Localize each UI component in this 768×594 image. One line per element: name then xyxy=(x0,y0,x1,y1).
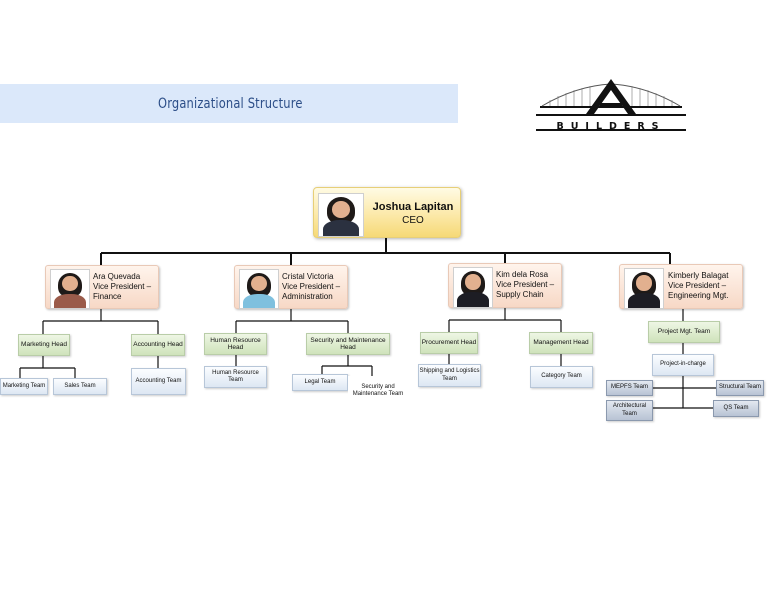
vp-name: Ara Quevada xyxy=(93,272,141,281)
vp-photo xyxy=(239,269,279,309)
architectural-team-box: Architectural Team xyxy=(606,400,653,421)
structural-team-box: Structural Team xyxy=(716,380,764,396)
accounting-team-box: Accounting Team xyxy=(131,368,186,395)
vp-photo xyxy=(453,267,493,308)
vp-name: Kim dela Rosa xyxy=(496,270,549,279)
bridge-logo-icon xyxy=(536,79,686,131)
vp-card-finance: Ara Quevada Vice President – Finance xyxy=(45,265,159,309)
vp-card-engineering: Kimberly Balagat Vice President – Engine… xyxy=(619,264,743,309)
management-head-box: Management Head xyxy=(529,332,593,354)
ceo-photo xyxy=(318,193,364,237)
category-team-box: Category Team xyxy=(530,366,593,388)
mepfs-team-box: MEPFS Team xyxy=(606,380,653,396)
ceo-card: Joshua Lapitan CEO xyxy=(313,187,461,238)
vp-card-administration: Cristal Victoria Vice President – Admini… xyxy=(234,265,348,309)
vp-role: Vice President – xyxy=(668,281,727,290)
accounting-head-box: Accounting Head xyxy=(131,334,185,356)
logo-wordmark: BUILDERS xyxy=(556,121,666,132)
vp-card-supply-chain: Kim dela Rosa Vice President – Supply Ch… xyxy=(448,263,562,308)
vp-photo xyxy=(624,268,664,309)
vp-department: Supply Chain xyxy=(496,290,544,299)
vp-role: Vice President – xyxy=(282,282,341,291)
security-head-box: Security and Maintenance Head xyxy=(306,333,390,355)
vp-role: Vice President – xyxy=(496,280,555,289)
title-banner: Organizational Structure xyxy=(0,84,458,123)
procurement-head-box: Procurement Head xyxy=(420,332,478,354)
vp-department: Engineering Mgt. xyxy=(668,291,729,300)
vp-department: Administration xyxy=(282,292,333,301)
project-team-box: Project Mgt. Team xyxy=(648,321,720,343)
marketing-team-box: Marketing Team xyxy=(0,378,48,395)
hr-team-box: Human Resource Team xyxy=(204,366,267,388)
hr-head-box: Human Resource Head xyxy=(204,333,267,355)
page-title: Organizational Structure xyxy=(158,95,303,112)
vp-name: Kimberly Balagat xyxy=(668,271,729,280)
shipping-team-box: Shipping and Logistics Team xyxy=(418,364,481,387)
company-logo: BUILDERS xyxy=(536,76,686,134)
vp-photo xyxy=(50,269,90,309)
vp-role: Vice President – xyxy=(93,282,152,291)
legal-team-box: Legal Team xyxy=(292,374,348,391)
project-in-charge-box: Project-in-charge xyxy=(652,354,714,376)
vp-name: Cristal Victoria xyxy=(282,272,334,281)
qs-team-box: QS Team xyxy=(713,400,759,417)
ceo-name: Joshua Lapitan xyxy=(372,201,454,213)
sales-team-box: Sales Team xyxy=(53,378,107,395)
ceo-title: CEO xyxy=(402,215,424,226)
security-team-box: Security and Maintenance Team xyxy=(348,376,408,406)
marketing-head-box: Marketing Head xyxy=(18,334,70,356)
vp-department: Finance xyxy=(93,292,122,301)
